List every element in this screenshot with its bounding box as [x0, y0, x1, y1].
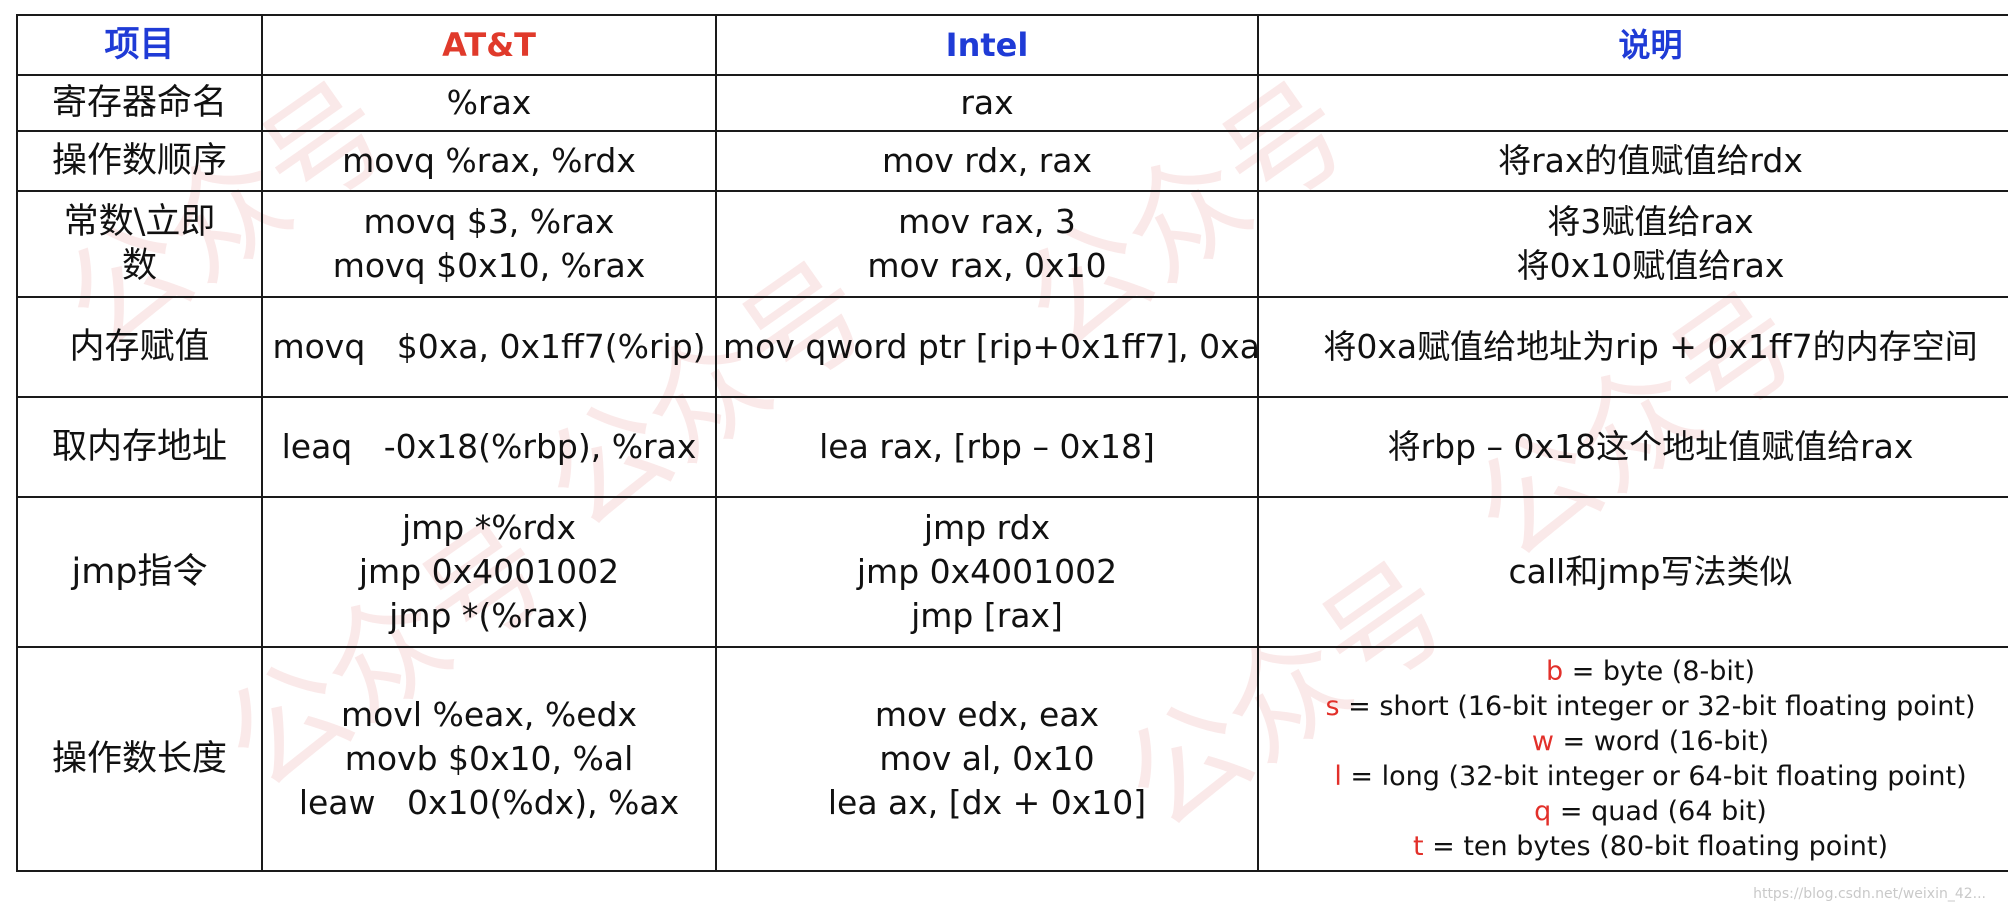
att-intel-comparison-table: 项目 AT&T Intel 说明 寄存器命名 %rax rax 操作数顺序 movq %…	[16, 14, 2008, 872]
description-line: call和jmp写法类似	[1508, 552, 1793, 591]
header-item: 项目	[16, 14, 263, 76]
row-item-label-line: 常数\立即	[63, 202, 216, 242]
intel-syntax-cell: mov rdx, rax	[715, 130, 1259, 192]
code-line: movb $0x10, %al	[344, 739, 634, 778]
intel-syntax-cell: mov rax, 3 mov rax, 0x10	[715, 190, 1259, 298]
suffix-letter: l	[1334, 761, 1342, 792]
description-line: 将3赋值给rax	[1547, 202, 1754, 241]
table-row: 操作数顺序 movq %rax, %rdx mov rdx, rax 将rax的值赋值…	[16, 130, 2008, 192]
suffix-meaning: = quad (64 bit)	[1551, 796, 1767, 827]
code-line: mov rax, 3	[898, 202, 1076, 241]
description-line: 将0x10赋值给rax	[1516, 246, 1785, 285]
suffix-meaning: = long (32-bit integer or 64-bit floatin…	[1341, 761, 1967, 792]
code-line: mov qword ptr [rip+0x1ff7], 0xa	[723, 327, 1260, 366]
table-row: 常数\立即数 movq $3, %rax movq $0x10, %rax mov r…	[16, 190, 2008, 298]
source-credit: https://blog.csdn.net/weixin_42...	[1753, 886, 1986, 902]
suffix-meaning: = ten bytes (80-bit floating point)	[1423, 831, 1889, 862]
att-syntax-cell: movl %eax, %edx movb $0x10, %al leaw 0x10(…	[261, 646, 717, 872]
code-line: mov rdx, rax	[881, 141, 1093, 180]
suffix-letter: t	[1412, 831, 1424, 862]
row-item-label-line: 内存赋值	[69, 327, 210, 367]
suffix-line: b = byte (8-bit)	[1265, 654, 2008, 689]
header-intel: Intel	[715, 14, 1259, 76]
row-item-label-line: 取内存地址	[51, 427, 227, 467]
att-syntax-cell: movq $3, %rax movq $0x10, %rax	[261, 190, 717, 298]
suffix-line: s = short (16-bit integer or 32-bit floa…	[1265, 689, 2008, 724]
code-line: mov rax, 0x10	[867, 246, 1107, 285]
row-item-label: 取内存地址	[16, 396, 263, 498]
code-line: leaq -0x18(%rbp), %rax	[281, 427, 697, 466]
description-cell: call和jmp写法类似	[1257, 496, 2008, 648]
suffix-letter: q	[1534, 796, 1552, 827]
code-line: lea ax, [dx + 0x10]	[827, 783, 1147, 822]
row-item-label: 操作数顺序	[16, 130, 263, 192]
suffix-line: w = word (16-bit)	[1265, 724, 2008, 759]
suffix-meaning: = short (16-bit integer or 32-bit floati…	[1339, 691, 1976, 722]
code-line: movq %rax, %rdx	[342, 141, 636, 180]
att-syntax-cell: leaq -0x18(%rbp), %rax	[261, 396, 717, 498]
code-line: jmp *%rdx	[401, 508, 577, 547]
suffix-line: q = quad (64 bit)	[1265, 794, 2008, 829]
description-line: 将rax的值赋值给rdx	[1498, 141, 1803, 180]
description-line: 将0xa赋值给地址为rip + 0x1ff7的内存空间	[1323, 327, 1978, 366]
row-item-label: 操作数长度	[16, 646, 263, 872]
header-description: 说明	[1257, 14, 2008, 76]
code-line: leaw 0x10(%dx), %ax	[298, 783, 680, 822]
intel-syntax-cell: lea rax, [rbp – 0x18]	[715, 396, 1259, 498]
row-item-label-line: 数	[121, 246, 157, 286]
code-line: mov edx, eax	[874, 695, 1100, 734]
description-cell	[1257, 74, 2008, 132]
description-cell: 将0xa赋值给地址为rip + 0x1ff7的内存空间	[1257, 296, 2008, 398]
suffix-meaning: = word (16-bit)	[1553, 726, 1770, 757]
row-item-label-line: 操作数长度	[51, 739, 227, 779]
table-row: 操作数长度 movl %eax, %edx movb $0x10, %al leaw …	[16, 646, 2008, 872]
code-line: movq $3, %rax	[363, 202, 615, 241]
suffix-meaning: = byte (8-bit)	[1563, 656, 1756, 687]
att-syntax-cell: %rax	[261, 74, 717, 132]
row-item-label-line: 操作数顺序	[51, 141, 227, 181]
code-line: jmp 0x4001002	[358, 552, 620, 591]
intel-syntax-cell: jmp rdx jmp 0x4001002 jmp [rax]	[715, 496, 1259, 648]
code-line: rax	[960, 83, 1014, 122]
row-item-label: jmp指令	[16, 496, 263, 648]
table-row: 取内存地址 leaq -0x18(%rbp), %rax lea rax, [rbp…	[16, 396, 2008, 498]
row-item-label-line: jmp指令	[71, 552, 208, 592]
description-cell: b = byte (8-bit)s = short (16-bit intege…	[1257, 646, 2008, 872]
intel-syntax-cell: mov qword ptr [rip+0x1ff7], 0xa	[715, 296, 1260, 398]
att-syntax-cell: jmp *%rdx jmp 0x4001002 jmp *(%rax)	[261, 496, 717, 648]
intel-syntax-cell: mov edx, eax mov al, 0x10 lea ax, [dx + 0x…	[715, 646, 1259, 872]
intel-syntax-cell: rax	[715, 74, 1259, 132]
row-item-label: 内存赋值	[16, 296, 263, 398]
code-line: lea rax, [rbp – 0x18]	[819, 427, 1155, 466]
suffix-letter: s	[1325, 691, 1340, 722]
header-row: 项目 AT&T Intel 说明	[16, 14, 2008, 76]
header-att: AT&T	[261, 14, 717, 76]
att-syntax-cell: movq $0xa, 0x1ff7(%rip)	[261, 296, 717, 398]
code-line: movl %eax, %edx	[340, 695, 638, 734]
description-cell: 将rax的值赋值给rdx	[1257, 130, 2008, 192]
code-line: mov al, 0x10	[879, 739, 1095, 778]
code-line: movq $0xa, 0x1ff7(%rip)	[272, 327, 706, 366]
code-line: jmp [rax]	[911, 596, 1063, 635]
code-line: jmp *(%rax)	[389, 596, 589, 635]
code-line: jmp rdx	[923, 508, 1051, 547]
code-line: movq $0x10, %rax	[332, 246, 646, 285]
suffix-letter: b	[1545, 656, 1564, 687]
description-cell: 将3赋值给rax 将0x10赋值给rax	[1257, 190, 2008, 298]
row-item-label: 寄存器命名	[16, 74, 263, 132]
suffix-line: t = ten bytes (80-bit floating point)	[1265, 829, 2008, 864]
suffix-letter: w	[1531, 726, 1554, 757]
row-item-label-line: 寄存器命名	[51, 83, 227, 123]
row-item-label: 常数\立即数	[16, 190, 263, 298]
table-row: 寄存器命名 %rax rax	[16, 74, 2008, 132]
code-line: jmp 0x4001002	[856, 552, 1118, 591]
description-line: 将rbp – 0x18这个地址值赋值给rax	[1387, 427, 1914, 466]
table-row: 内存赋值 movq $0xa, 0x1ff7(%rip) mov qword ptr…	[16, 296, 2008, 398]
code-line: %rax	[446, 83, 532, 122]
description-cell: 将rbp – 0x18这个地址值赋值给rax	[1257, 396, 2008, 498]
att-syntax-cell: movq %rax, %rdx	[261, 130, 717, 192]
suffix-line: l = long (32-bit integer or 64-bit float…	[1265, 759, 2008, 794]
